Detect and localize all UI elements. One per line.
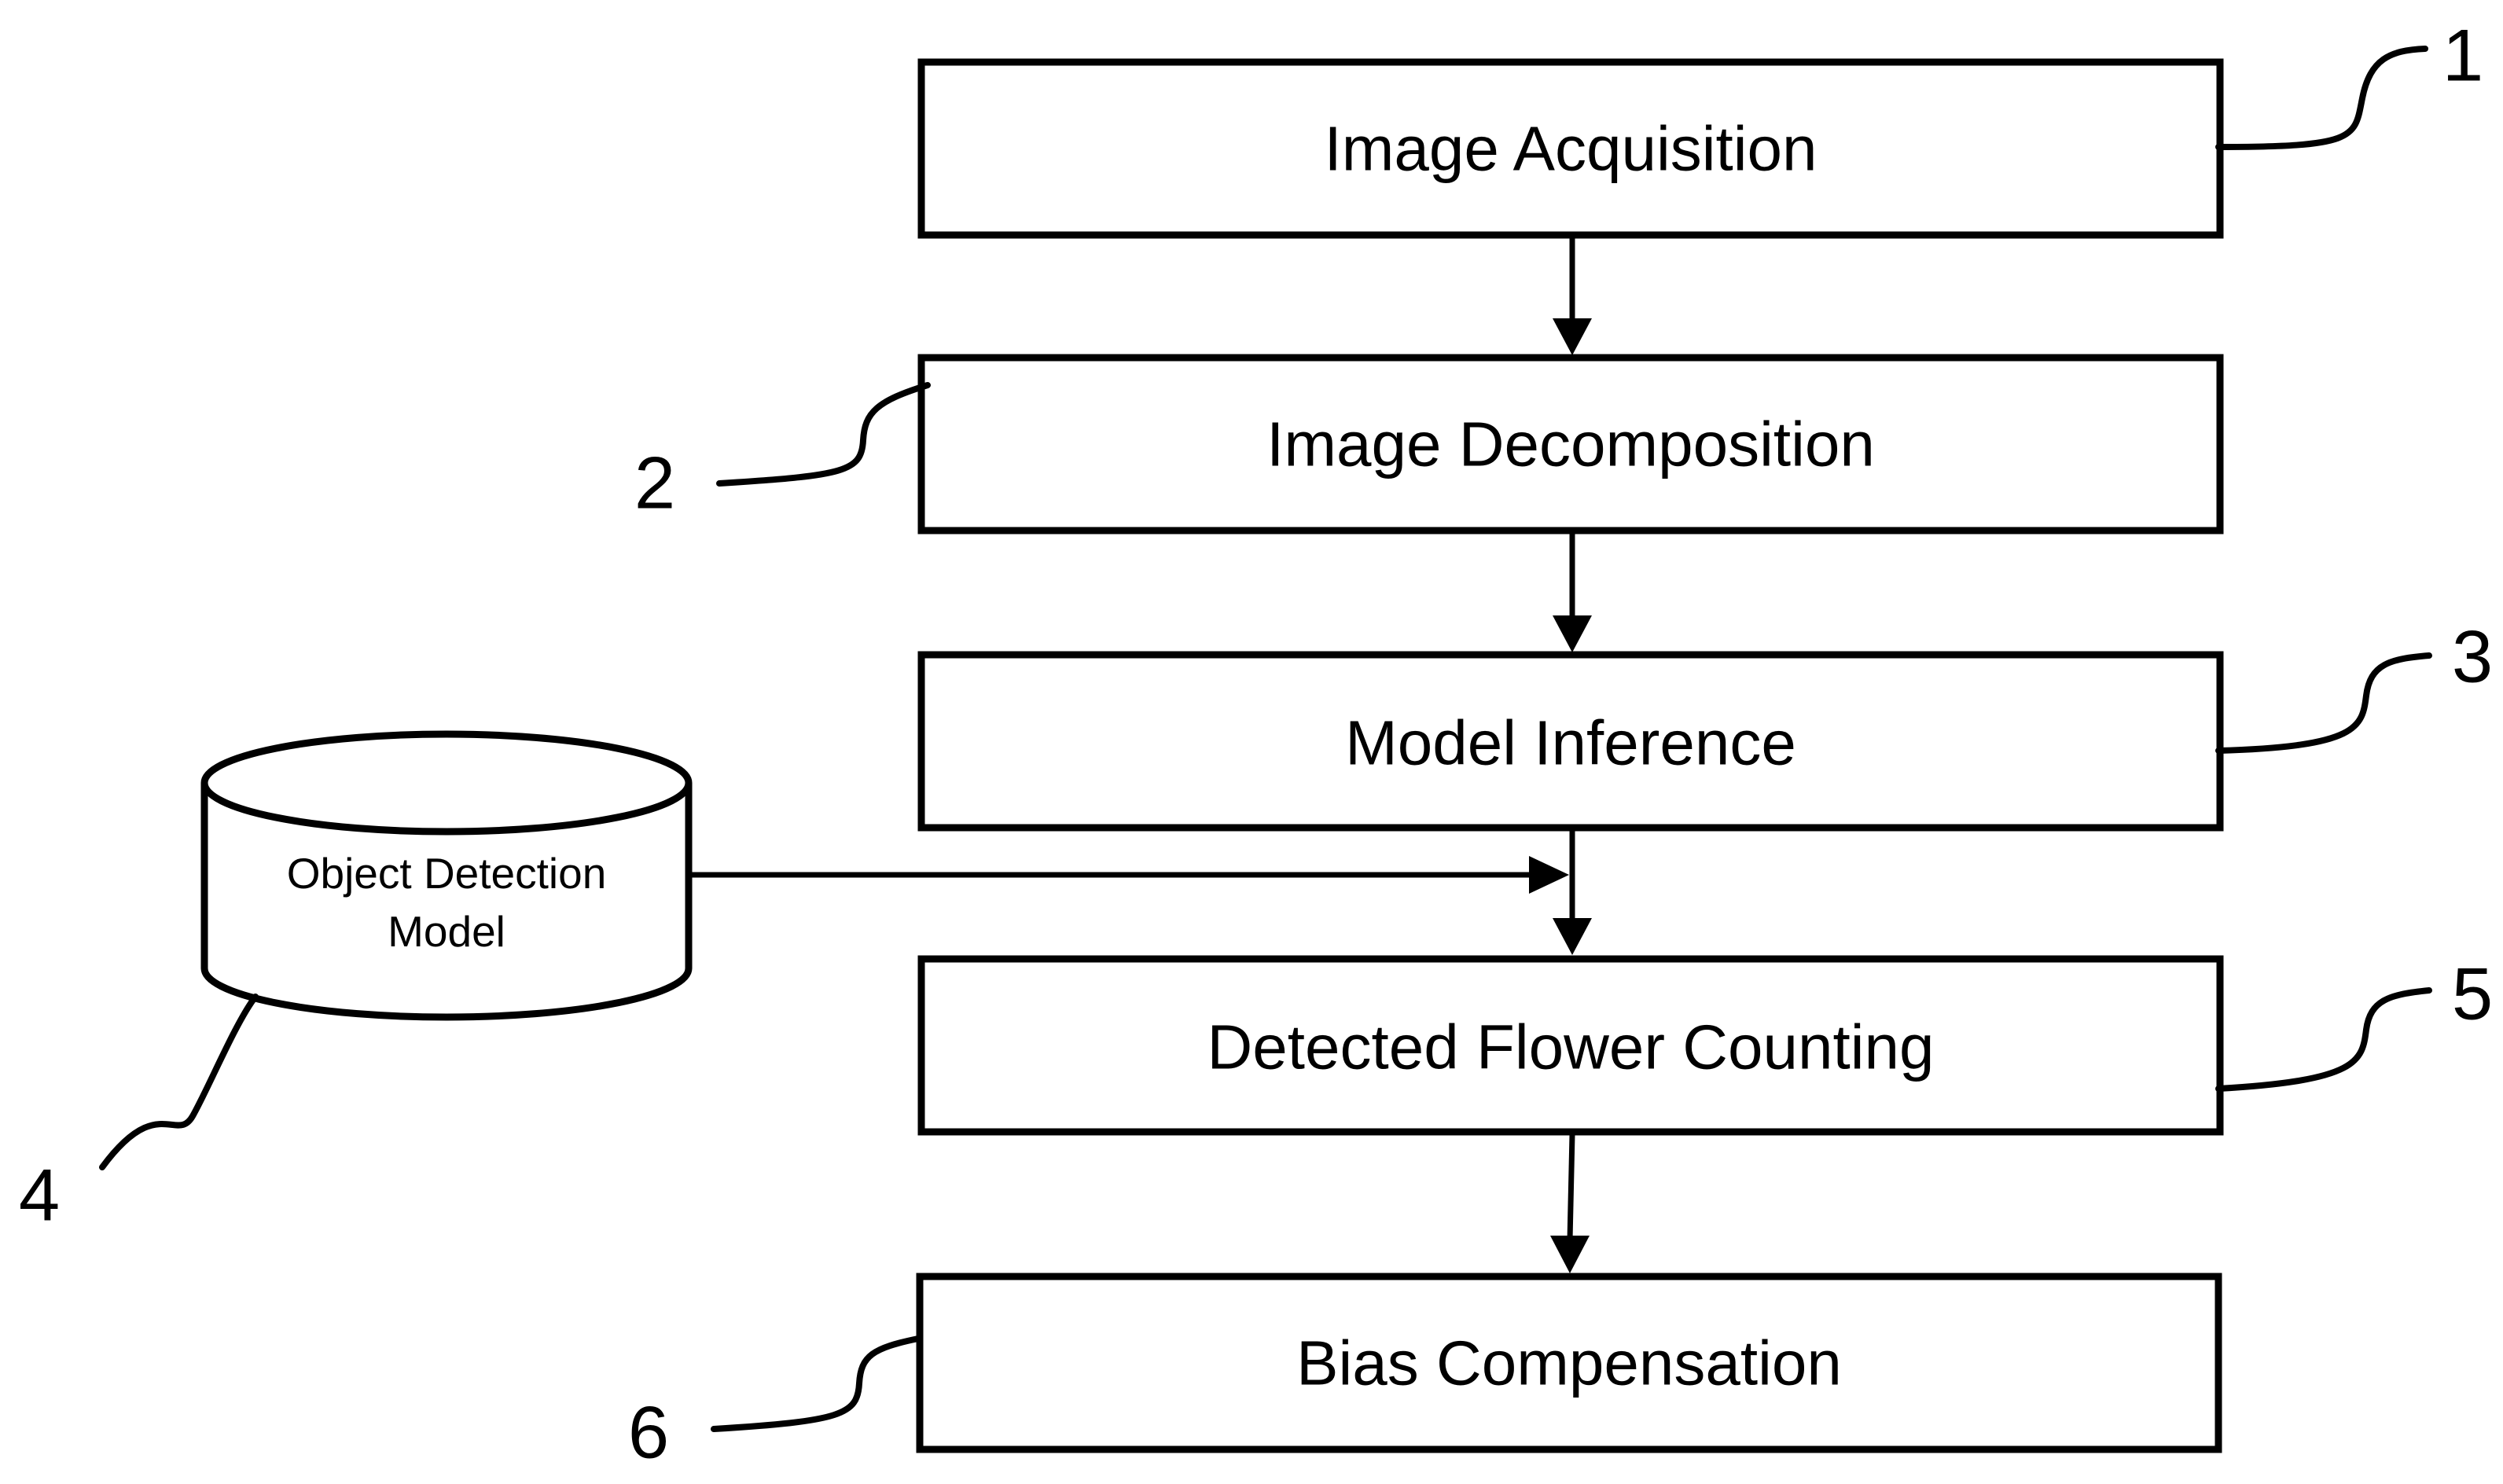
- step-image-decomposition: Image Decomposition: [917, 354, 2224, 534]
- arrow-model-to-junction: [688, 856, 1569, 894]
- reference-number-5: 5: [2452, 953, 2493, 1035]
- step-model-inference: Model Inference: [917, 651, 2224, 832]
- reference-3: 3: [2215, 615, 2493, 754]
- database-object-detection-model: Object Detection Model: [200, 730, 693, 1021]
- step-image-acquisition: Image Acquisition: [917, 58, 2224, 239]
- arrow-acquisition-to-decomposition: [1553, 237, 1592, 355]
- reference-number-2: 2: [634, 442, 675, 524]
- database-label-line2: Model: [388, 907, 505, 956]
- step-label-bias-compensation: Bias Compensation: [1296, 1328, 1842, 1398]
- reference-number-4: 4: [19, 1154, 60, 1236]
- arrow-decomposition-to-inference: [1553, 532, 1592, 652]
- reference-number-1: 1: [2442, 14, 2483, 97]
- reference-2: 2: [634, 382, 931, 524]
- step-label-image-acquisition: Image Acquisition: [1324, 114, 1817, 184]
- reference-4: 4: [19, 994, 259, 1236]
- reference-number-6: 6: [628, 1391, 669, 1474]
- arrow-inference-to-counting: [1553, 830, 1592, 955]
- step-bias-compensation: Bias Compensation: [916, 1273, 2222, 1453]
- reference-1: 1: [2215, 14, 2483, 150]
- reference-5: 5: [2215, 953, 2493, 1092]
- database-label-line1: Object Detection: [287, 849, 607, 898]
- reference-number-3: 3: [2452, 615, 2493, 698]
- step-label-model-inference: Model Inference: [1345, 708, 1796, 778]
- step-label-detected-flower-counting: Detected Flower Counting: [1207, 1012, 1935, 1082]
- reference-6: 6: [628, 1335, 921, 1474]
- step-detected-flower-counting: Detected Flower Counting: [917, 955, 2224, 1136]
- arrow-counting-to-bias: [1550, 1133, 1590, 1273]
- step-label-image-decomposition: Image Decomposition: [1266, 410, 1875, 479]
